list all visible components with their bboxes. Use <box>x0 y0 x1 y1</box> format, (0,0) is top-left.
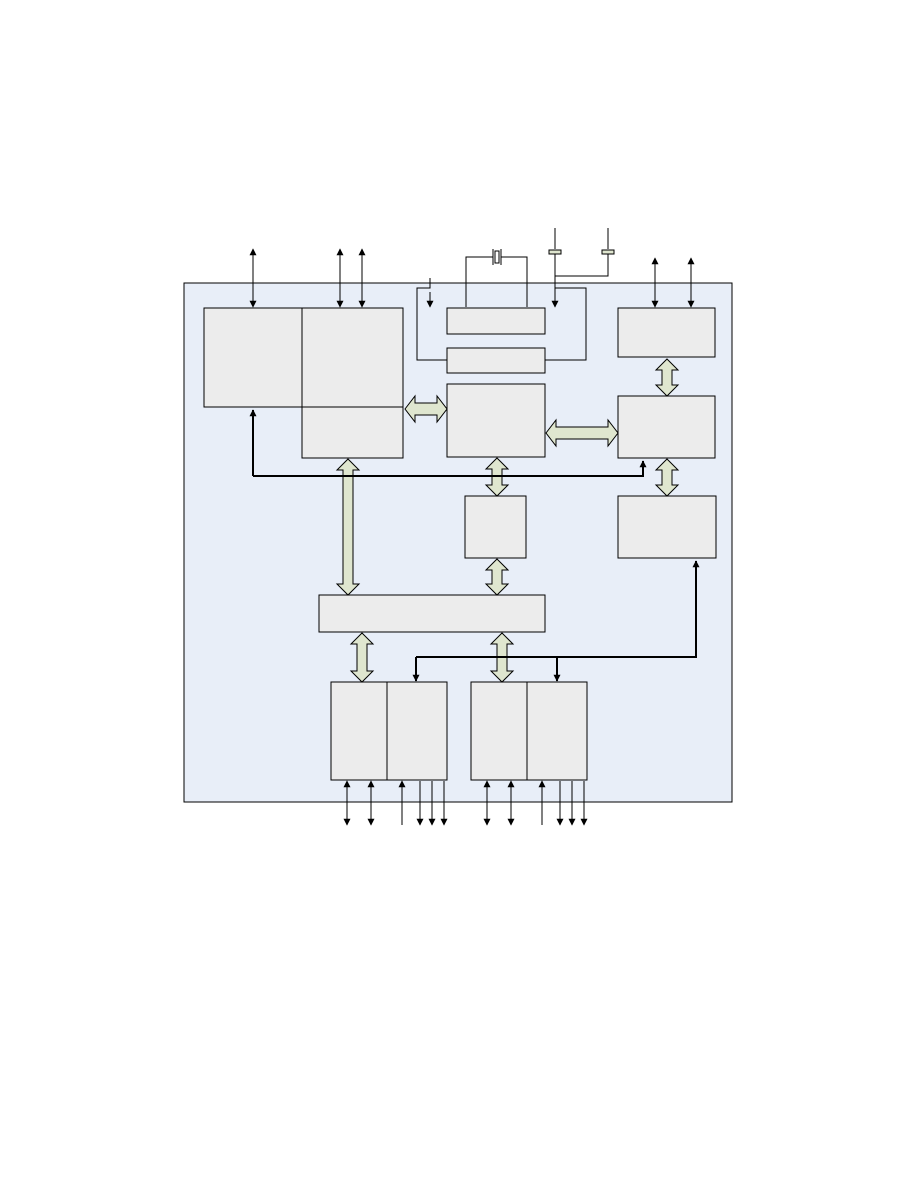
block-right-bottom <box>617 495 717 559</box>
block-bottom-left-b <box>386 681 448 781</box>
signal-lines <box>249 248 695 826</box>
bus-arrow-right-top-mid <box>654 358 680 397</box>
bus-arrow-right-mid-bottom <box>654 458 680 497</box>
capacitor-pair <box>548 228 615 290</box>
bus-arrow-center-right <box>545 418 619 448</box>
bus-arrows <box>335 358 680 683</box>
bus-arrow-left-center <box>404 394 448 424</box>
bus-arrow-left-busbar <box>335 458 361 596</box>
block-center-small <box>464 495 527 559</box>
block-right-top <box>617 307 716 358</box>
clock-wiring <box>416 278 587 361</box>
crystal-oscillator <box>465 249 528 307</box>
block-top-2 <box>446 347 546 374</box>
block-center <box>446 383 546 458</box>
block-right-mid <box>617 395 716 459</box>
control-lines <box>249 409 700 682</box>
block-left-a <box>203 307 303 408</box>
bus-arrow-small-busbar <box>484 558 510 596</box>
block-bottom-left-a <box>330 681 388 781</box>
block-bottom-right-a <box>470 681 528 781</box>
block-bus-bar <box>318 594 546 633</box>
block-bottom-right-b <box>526 681 588 781</box>
block-top-1 <box>446 307 546 335</box>
bus-arrow-busbar-bottom-left <box>349 632 375 683</box>
block-left-b <box>301 307 404 459</box>
